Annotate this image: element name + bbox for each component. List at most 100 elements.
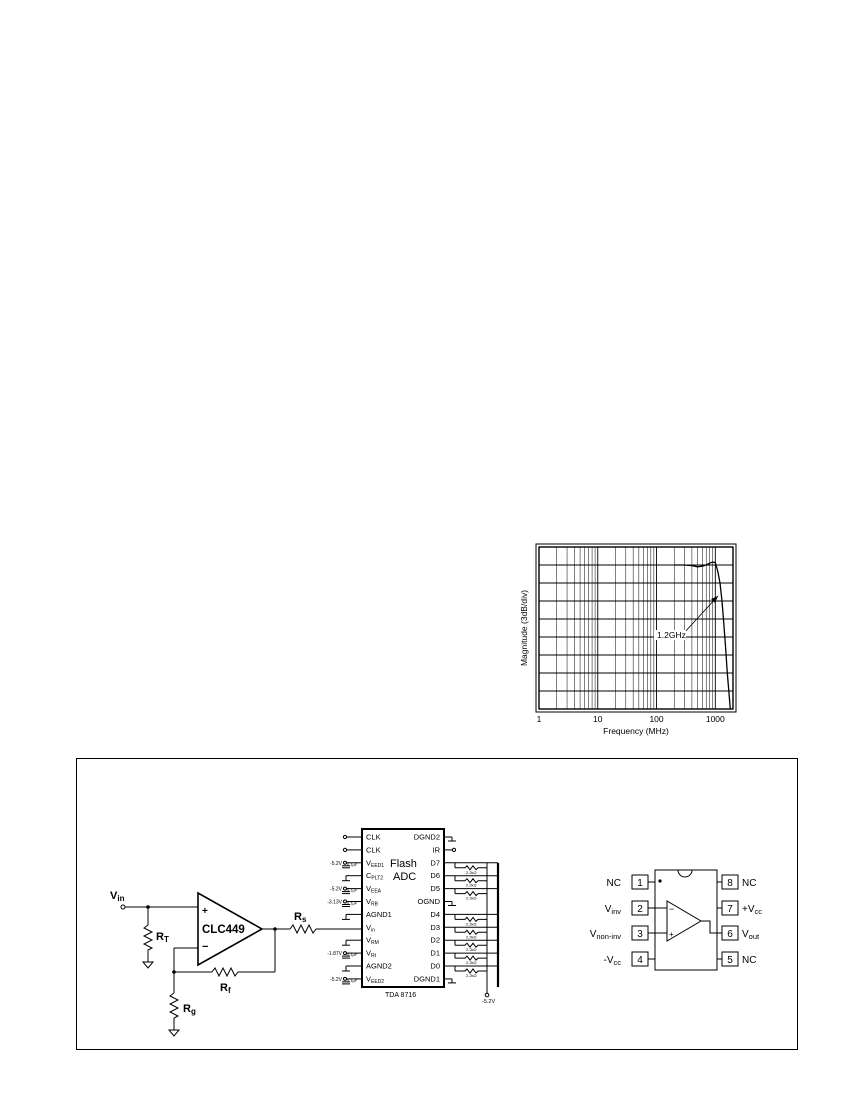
pullup-resistor — [455, 864, 487, 871]
pin-number: 7 — [727, 904, 733, 915]
clock-terminal — [342, 847, 348, 853]
pin-voltage-label: -5.2V — [330, 977, 343, 983]
adc-right-pin-label: DGND1 — [414, 974, 440, 983]
adc-right-pin-label: D1 — [430, 949, 440, 958]
rf-label: Rf — [220, 982, 231, 995]
rs-resistor — [289, 923, 317, 935]
amp-minus-sign: − — [202, 941, 208, 953]
pullup-resistor — [455, 942, 487, 949]
flash-adc: Flash ADC TDA 8716 CLK CLK VEED1 -5.2V 0.1µF… — [327, 828, 500, 1005]
x-tick-label: 1 — [537, 714, 542, 724]
rt-label: RT — [156, 931, 169, 944]
inner-minus: − — [669, 904, 674, 914]
adc-left-pin-label: VRB — [366, 897, 379, 908]
supply-terminal — [343, 899, 347, 904]
plot-grid — [538, 547, 734, 709]
amp-name: CLC449 — [202, 924, 245, 936]
adc-left-pin-label: VEED2 — [366, 974, 384, 985]
pin-label: NC — [742, 955, 756, 966]
adc-title-line1: Flash — [390, 858, 417, 870]
adc-right-pin-label: D6 — [430, 871, 440, 880]
pin-voltage-label: -5.2V — [330, 861, 343, 867]
pin-number: 2 — [637, 904, 643, 915]
plot-outer-frame — [535, 543, 737, 713]
adc-right-pins: DGND2IRD72.2kΩD62.2kΩD52.2kΩOGNDD42.2kΩD… — [414, 833, 498, 984]
rg-label: Rg — [183, 1003, 196, 1016]
adc-right-pin-label: DGND2 — [414, 833, 440, 842]
cap-value-label: 0.1µF — [347, 952, 358, 957]
adc-left-pin-label: AGND2 — [366, 962, 392, 971]
pullup-resistor — [455, 877, 487, 884]
amp-plus-sign: + — [202, 906, 208, 917]
pin-voltage-label: -1.87V — [327, 951, 342, 957]
annotation-label: 1.2GHz — [657, 630, 686, 640]
supply-terminal — [343, 886, 347, 891]
adc-right-pin-label: IR — [433, 845, 441, 854]
resistor-value-label: 2.2kΩ — [466, 960, 477, 965]
pin-number: 4 — [637, 955, 643, 966]
pin-number: 6 — [727, 929, 733, 940]
x-axis-label: Frequency (MHz) — [603, 726, 669, 736]
resistor-value-label: 2.2kΩ — [466, 921, 477, 926]
adc-right-pin-label: D0 — [430, 962, 440, 971]
pin-voltage-label: -5.2V — [330, 887, 343, 893]
cap-value-label: 0.1µF — [347, 901, 358, 906]
ir-terminal — [451, 847, 457, 853]
rg-ground-symbol — [167, 1029, 181, 1037]
adc-right-pin-label: D2 — [430, 936, 440, 945]
resistor-value-label: 2.2kΩ — [466, 896, 477, 901]
pin-number: 5 — [727, 955, 733, 966]
application-frame — [76, 758, 798, 1050]
pullup-resistor — [455, 955, 487, 961]
rg-resistor — [168, 992, 180, 1019]
pin-label: NC — [742, 878, 756, 889]
pullup-resistor — [455, 968, 487, 974]
adc-right-pin-label: OGND — [418, 897, 441, 906]
response-curve — [674, 561, 731, 710]
adc-left-pin-label: CLK — [366, 833, 381, 842]
vin-label: Vin — [110, 890, 125, 903]
pin-label: Vout — [742, 929, 760, 941]
resistor-value-label: 2.2kΩ — [466, 947, 477, 952]
rt-resistor — [142, 924, 154, 951]
annotation-arrow — [682, 595, 719, 635]
resistor-value-label: 2.2kΩ — [466, 973, 477, 978]
adc-left-pin-label: VEED1 — [366, 858, 384, 869]
package-notch — [677, 869, 693, 878]
clock-terminal — [342, 834, 348, 840]
amplifier-symbol — [197, 891, 264, 967]
adc-body — [361, 828, 445, 988]
pin-label: -Vcc — [604, 955, 622, 967]
inner-opamp-symbol — [666, 900, 702, 942]
x-tick-label: 1000 — [706, 714, 725, 724]
supply-label: -5.2V — [482, 999, 495, 1005]
rt-ground-symbol — [141, 961, 155, 969]
rs-label: Rs — [294, 911, 307, 924]
adc-left-pin-label: VRM — [366, 936, 379, 947]
pullup-resistor — [455, 890, 487, 897]
adc-part-number: TDA 8716 — [385, 992, 416, 999]
x-tick-label: 100 — [649, 714, 663, 724]
rf-resistor — [211, 966, 239, 978]
adc-left-pin-label: VRt — [366, 949, 377, 960]
adc-left-pin-label: VEEA — [366, 884, 382, 895]
pin-voltage-label: -3.13V — [327, 900, 342, 906]
adc-title-line2: ADC — [393, 871, 416, 883]
adc-right-pin-label: D5 — [430, 884, 440, 893]
pin-number: 8 — [727, 878, 733, 889]
adc-left-pin-label: CLK — [366, 845, 381, 854]
adc-left-pin-label: AGND1 — [366, 910, 392, 919]
annotation-box — [654, 630, 686, 640]
y-axis-label: Magnitude (3dB/div) — [519, 590, 529, 666]
annotation-arrowhead — [711, 596, 718, 603]
supply-terminal — [484, 992, 490, 998]
resistor-value-label: 2.2kΩ — [466, 870, 477, 875]
pin-number: 3 — [637, 929, 643, 940]
inner-plus: + — [669, 930, 674, 939]
